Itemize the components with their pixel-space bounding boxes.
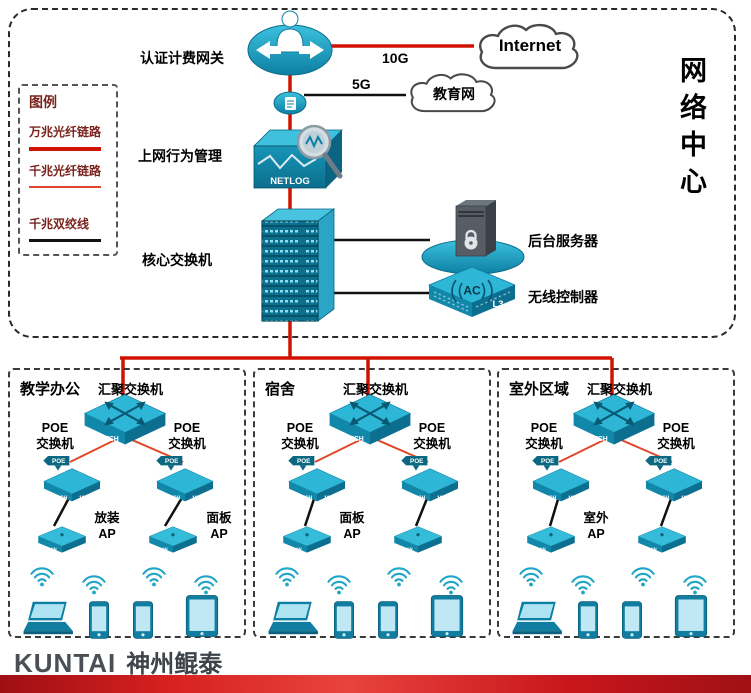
phone-icon — [619, 600, 645, 640]
wifi-signal-icon — [269, 562, 305, 588]
internet-label: Internet — [498, 36, 562, 55]
legend-item-tp: 千兆双绞线 — [29, 215, 107, 242]
wireless-controller-icon — [425, 263, 520, 323]
wlan-ap-icon — [280, 522, 334, 554]
logo-en-text: KUNTAI — [14, 648, 117, 678]
phone-icon — [130, 600, 156, 640]
poe-switch-label: POE 交换机 — [281, 421, 319, 452]
wifi-signal-icon — [565, 570, 601, 596]
legend: 图例 万兆光纤链路 千兆光纤链路 千兆双绞线 — [18, 84, 118, 256]
zone-title: 教学办公 — [20, 381, 81, 398]
gateway-label: 认证计费网关 — [140, 50, 224, 66]
link-10g-label: 10G — [382, 50, 409, 66]
poe-switch-label: POE 交换机 — [168, 421, 206, 452]
zone-teaching-office: 教学办公 汇聚交换机 POE 交换机 POE 交换机 放装 AP 面板 AP — [8, 368, 246, 638]
wlan-ap-icon — [391, 522, 445, 554]
ap-label: 放装 AP — [94, 511, 120, 542]
ap-label: 室外 AP — [583, 511, 609, 542]
poe-switch-label: POE 交换机 — [525, 421, 563, 452]
aggregation-switch-label: 汇聚交换机 — [587, 382, 653, 397]
legend-title: 图例 — [29, 94, 57, 110]
phone-icon — [575, 600, 601, 640]
behavior-management-device-icon — [250, 118, 345, 193]
poe-switch-icon — [395, 454, 465, 502]
phone-icon — [331, 600, 357, 640]
zone-title: 宿舍 — [265, 381, 296, 398]
core-switch-label: 核心交换机 — [142, 252, 212, 268]
aggregation-switch-label: 汇聚交换机 — [343, 382, 409, 397]
wifi-signal-icon — [76, 570, 112, 596]
wifi-signal-icon — [513, 562, 549, 588]
poe-switch-icon — [150, 454, 220, 502]
poe-switch-icon — [526, 454, 596, 502]
laptop-icon — [511, 598, 565, 638]
tablet-icon — [182, 594, 222, 638]
wifi-signal-icon — [321, 570, 357, 596]
laptop-icon — [267, 598, 321, 638]
legend-item-10g: 万兆光纤链路 — [29, 123, 107, 151]
tablet-icon — [671, 594, 711, 638]
tablet-icon — [427, 594, 467, 638]
edu-network-label: 教育网 — [433, 86, 475, 102]
wifi-signal-icon — [188, 570, 224, 596]
1g-line-sample — [29, 186, 101, 188]
wifi-signal-icon — [625, 562, 661, 588]
logo-cn-text: 神州鲲泰 — [126, 651, 223, 678]
poe-switch-icon — [282, 454, 352, 502]
zone-dormitory: 宿舍 汇聚交换机 POE 交换机 POE 交换机 面板 AP — [253, 368, 491, 638]
legend-label: 千兆双绞线 — [29, 217, 90, 231]
poe-switch-icon — [639, 454, 709, 502]
wifi-signal-icon — [24, 562, 60, 588]
wlan-ap-icon — [635, 522, 689, 554]
phone-icon — [86, 600, 112, 640]
legend-item-1g: 千兆光纤链路 — [29, 162, 107, 188]
wlan-ap-icon — [524, 522, 578, 554]
footer-red-bar — [0, 675, 751, 693]
tp-line-sample — [29, 239, 101, 242]
wlan-ap-icon — [35, 522, 89, 554]
zone-title: 室外区域 — [509, 381, 570, 398]
wireless-controller-label: 无线控制器 — [528, 289, 598, 305]
wifi-signal-icon — [433, 570, 469, 596]
phone-icon — [375, 600, 401, 640]
network-center-title: 网络中心 — [676, 56, 706, 204]
wlan-ap-icon — [146, 522, 200, 554]
aggregation-switch-icon — [82, 392, 168, 447]
core-switch-icon — [248, 205, 338, 325]
10g-line-sample — [29, 147, 101, 151]
ap-label: 面板 AP — [339, 511, 365, 542]
aggregation-switch-icon — [327, 392, 413, 447]
link-5g-label: 5G — [352, 76, 371, 92]
laptop-icon — [22, 598, 76, 638]
poe-switch-label: POE 交换机 — [36, 421, 74, 452]
company-logo: KUNTAI 神州鲲泰 — [14, 644, 222, 679]
poe-switch-label: POE 交换机 — [657, 421, 695, 452]
poe-switch-label: POE 交换机 — [413, 421, 451, 452]
behavior-management-label: 上网行为管理 — [138, 148, 222, 164]
network-center-box — [8, 8, 736, 338]
legend-label: 千兆光纤链路 — [29, 164, 102, 178]
aggregation-switch-icon — [571, 392, 657, 447]
poe-switch-icon — [37, 454, 107, 502]
aggregation-switch-label: 汇聚交换机 — [98, 382, 164, 397]
ap-label: 面板 AP — [206, 511, 232, 542]
wifi-signal-icon — [677, 570, 713, 596]
backend-server-label: 后台服务器 — [528, 233, 598, 249]
auth-gateway-icon — [245, 4, 335, 119]
wifi-signal-icon — [136, 562, 172, 588]
zone-outdoor-area: 室外区域 汇聚交换机 POE 交换机 POE 交换机 室外 AP — [497, 368, 735, 638]
legend-label: 万兆光纤链路 — [29, 125, 102, 139]
wifi-signal-icon — [381, 562, 417, 588]
